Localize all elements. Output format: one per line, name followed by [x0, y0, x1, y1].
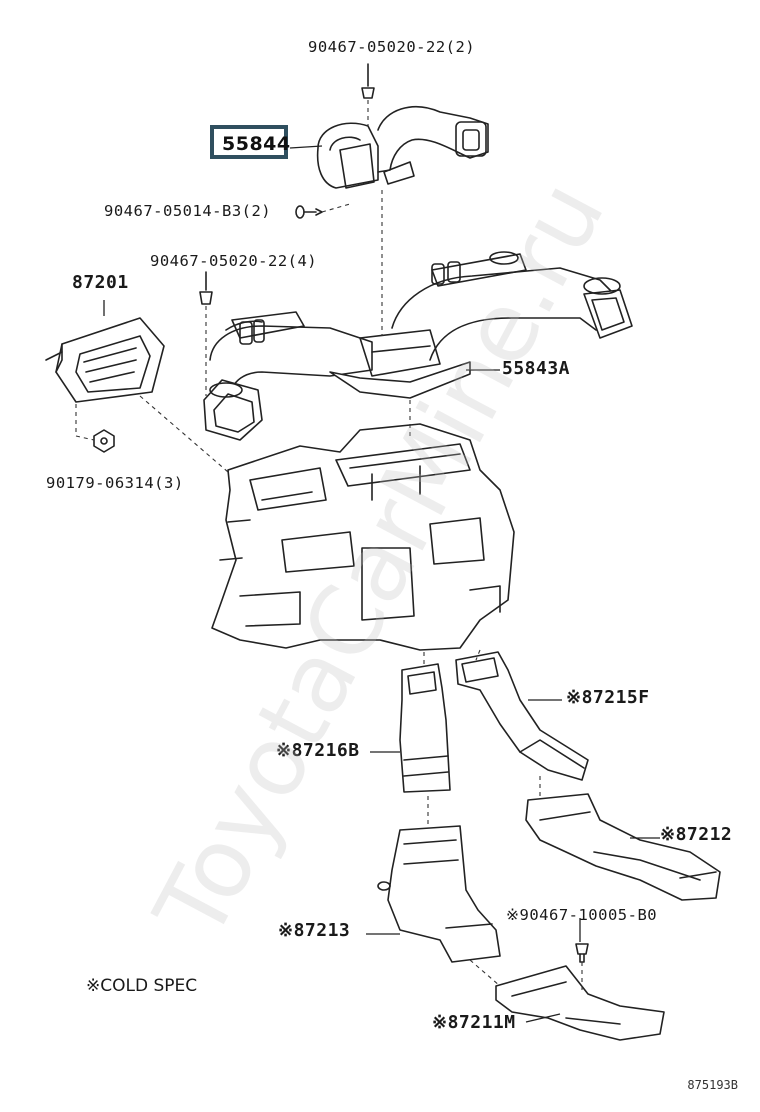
heater-unit-shape — [211, 423, 515, 651]
duct-87213-shape — [377, 825, 501, 963]
duct-87211m-shape — [495, 965, 665, 1041]
highlighted-part-55844[interactable]: 55844 — [210, 125, 291, 159]
label-bolt-90467-05020-22-4: 90467-05020-22(4) — [150, 252, 318, 270]
label-87216b: ※87216B — [276, 740, 360, 761]
label-nut-90179-06314-3: 90179-06314(3) — [46, 474, 184, 492]
clip-lower-shape — [575, 943, 589, 963]
duct-87212-shape — [525, 793, 721, 901]
label-87201: 87201 — [72, 272, 129, 293]
label-87215f: ※87215F — [566, 687, 650, 708]
nut-shape — [93, 429, 115, 453]
bolt-top-shape — [361, 63, 375, 99]
label-55843a: 55843A — [502, 358, 571, 379]
illustration-code: 875193B — [687, 1078, 738, 1092]
register-87201-shape — [45, 317, 165, 403]
duct-87216b-shape — [399, 663, 451, 793]
label-clip-90467-10005-b0: ※90467-10005-B0 — [506, 906, 658, 924]
label-bolt-90467-05020-22-2: 90467-05020-22(2) — [308, 38, 476, 56]
duct-87215f-shape — [455, 651, 589, 781]
footnote-cold-spec: ※COLD SPEC — [86, 976, 198, 996]
bolt-mid-shape — [199, 271, 213, 305]
label-55844: 55844 — [222, 133, 291, 155]
label-87213: ※87213 — [278, 920, 351, 941]
label-87211m: ※87211M — [432, 1012, 516, 1033]
label-87212: ※87212 — [660, 824, 733, 845]
clip-small-shape — [295, 205, 323, 219]
duct-55843a-shape — [203, 251, 633, 441]
label-clip-90467-05014-b3-2: 90467-05014-B3(2) — [104, 202, 272, 220]
duct-55844-shape — [316, 106, 489, 189]
